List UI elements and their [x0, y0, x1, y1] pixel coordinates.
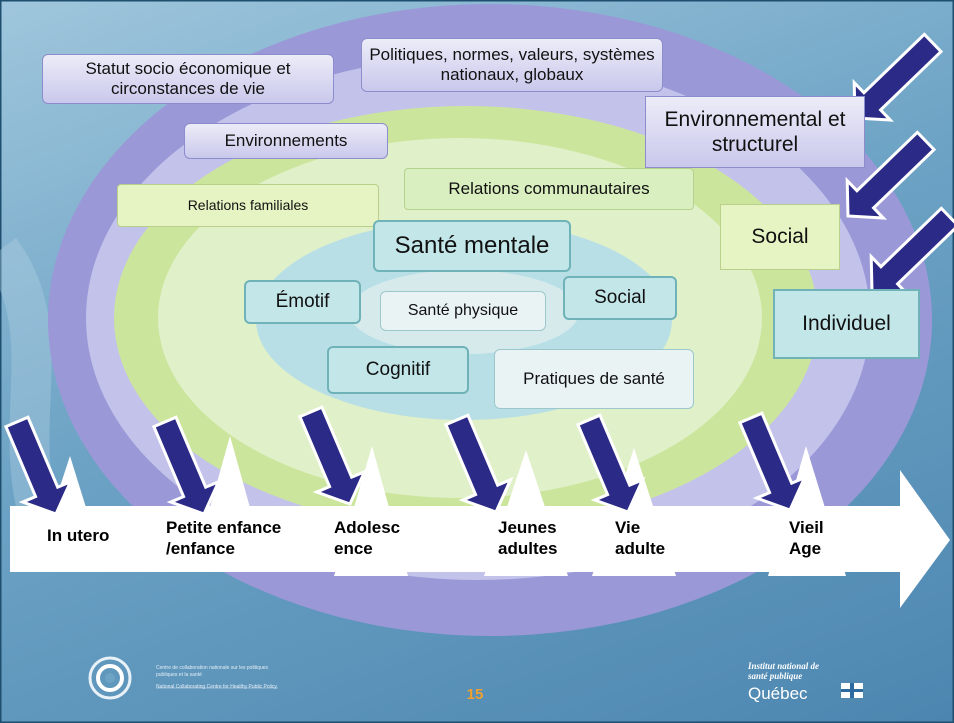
label-family: Relations familiales [117, 184, 379, 227]
footer-left-org: Centre de collaboration nationale sur le… [156, 665, 282, 691]
stage-triangle-2 [192, 436, 268, 572]
nccphp-logo-icon [88, 656, 132, 700]
quebec-flag-icon [841, 683, 863, 698]
stage-triangle-5 [592, 448, 676, 576]
page-number: 15 [466, 686, 484, 703]
level-social: Social [720, 204, 840, 270]
stage-triangle-3 [334, 446, 408, 576]
label-physical-health: Santé physique [380, 291, 546, 331]
label-health-practices: Pratiques de santé [494, 349, 694, 409]
stage-early-childhood: Petite enfance /enfance [166, 518, 282, 559]
label-mental-health: Santé mentale [373, 220, 571, 272]
arrow-social-icon [845, 130, 937, 220]
level-individual: Individuel [773, 289, 920, 359]
footer-org-fr: Centre de collaboration nationale sur le… [156, 665, 269, 678]
label-community: Relations communautaires [404, 168, 694, 210]
label-policies: Politiques, normes, valeurs, systèmes na… [361, 38, 663, 92]
stage-triangle-1 [32, 456, 106, 572]
arrow-stage-5-icon [575, 413, 646, 514]
level-environmental: Environnemental et structurel [645, 96, 865, 168]
stage-young-adults: Jeunes adultes [498, 518, 558, 559]
label-inner-social: Social [563, 276, 677, 320]
label-emotive: Émotif [244, 280, 361, 324]
stage-in-utero: In utero [47, 526, 110, 545]
label-cognitive: Cognitif [327, 346, 469, 394]
footer-quebec: Québec [748, 683, 808, 703]
footer-institute: Institut national de santé publique [748, 661, 820, 681]
label-environments: Environnements [184, 123, 388, 159]
arrow-stage-4-icon [443, 413, 514, 514]
stage-adolescence: Adolesc ence [334, 518, 401, 559]
stage-triangle-4 [484, 450, 568, 576]
timeline-arrow [10, 470, 950, 608]
arrow-stage-3-icon [297, 405, 368, 506]
stage-old-age: Vieil Age [789, 518, 824, 559]
footer-org-en: National Collaborating Centre for Health… [156, 684, 277, 690]
label-socio-economic: Statut socio économique et circonstances… [42, 54, 334, 104]
footer-right-org: Institut national de santé publique Québ… [748, 661, 838, 704]
arrow-stage-6-icon [737, 411, 808, 512]
arrow-stage-1-icon [3, 415, 74, 516]
arrow-stage-2-icon [151, 415, 222, 516]
arrow-environmental-icon [852, 32, 944, 122]
stage-adulthood: Vie adulte [615, 518, 666, 559]
stage-triangle-6 [768, 446, 846, 576]
